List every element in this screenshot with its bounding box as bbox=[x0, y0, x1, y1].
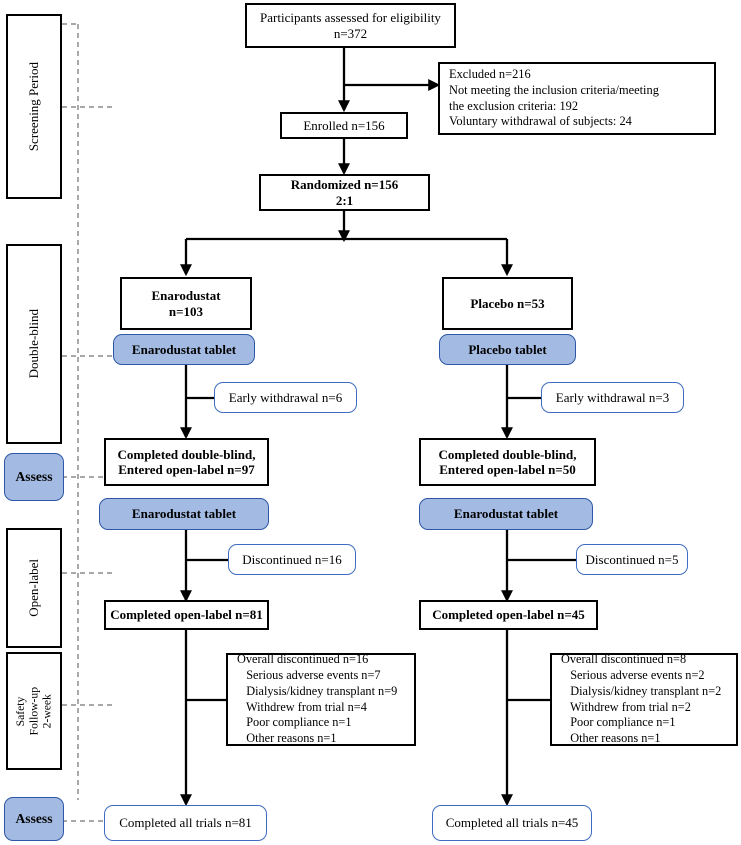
node-arm-placebo: Placebo n=53 bbox=[442, 277, 573, 330]
node-arm-placebo-label: Placebo n=53 bbox=[470, 295, 545, 311]
node-completed-all-trials-left: Completed all trials n=81 bbox=[104, 805, 267, 841]
phase-screening-period: Screening Period bbox=[6, 14, 62, 199]
node-completed-all-trials-right-label: Completed all trials n=45 bbox=[445, 815, 579, 831]
node-completed-open-label-right-label: Completed open-label n=45 bbox=[432, 607, 585, 623]
phase-open-label: Open-label bbox=[6, 528, 62, 648]
node-completed-double-blind-left-label: Completed double-blind, Entered open-lab… bbox=[117, 446, 256, 477]
node-treatment-open-label-left: Enarodustat tablet bbox=[99, 498, 269, 530]
phase-screening-period-label: Screening Period bbox=[25, 61, 41, 152]
node-treatment-open-label-right: Enarodustat tablet bbox=[419, 498, 593, 530]
node-overall-discontinued-right: Overall discontinued n=8 Serious adverse… bbox=[550, 651, 738, 746]
phase-safety-followup: Safety Follow-up 2-week bbox=[6, 652, 62, 770]
node-overall-discontinued-left-label: Overall discontinued n=16 Serious advers… bbox=[237, 651, 398, 746]
phase-assess-1-label: Assess bbox=[15, 469, 53, 485]
node-treatment-double-blind-right-label: Placebo tablet bbox=[468, 341, 547, 357]
node-treatment-double-blind-right: Placebo tablet bbox=[439, 334, 576, 365]
phase-double-blind-label: Double-blind bbox=[25, 309, 41, 379]
node-randomized: Randomized n=156 2:1 bbox=[259, 174, 430, 211]
phase-assess-2: Assess bbox=[4, 797, 64, 841]
node-excluded: Excluded n=216 Not meeting the inclusion… bbox=[438, 62, 716, 135]
node-excluded-label: Excluded n=216 Not meeting the inclusion… bbox=[449, 66, 659, 129]
node-discontinued-left-label: Discontinued n=16 bbox=[242, 551, 342, 567]
node-early-withdrawal-left: Early withdrawal n=6 bbox=[214, 382, 357, 413]
node-assessed-for-eligibility: Participants assessed for eligibility n=… bbox=[245, 3, 456, 48]
node-completed-all-trials-right: Completed all trials n=45 bbox=[432, 805, 592, 841]
node-completed-open-label-left-label: Completed open-label n=81 bbox=[110, 607, 263, 623]
phase-assess-2-label: Assess bbox=[15, 811, 53, 827]
node-overall-discontinued-right-label: Overall discontinued n=8 Serious adverse… bbox=[561, 651, 722, 746]
phase-safety-followup-label: Safety Follow-up 2-week bbox=[14, 686, 54, 736]
node-completed-open-label-right: Completed open-label n=45 bbox=[419, 600, 598, 630]
node-completed-double-blind-left: Completed double-blind, Entered open-lab… bbox=[104, 438, 269, 486]
node-discontinued-right-label: Discontinued n=5 bbox=[585, 551, 679, 567]
node-treatment-double-blind-left-label: Enarodustat tablet bbox=[131, 341, 237, 357]
node-overall-discontinued-left: Overall discontinued n=16 Serious advers… bbox=[226, 651, 416, 746]
node-enrolled: Enrolled n=156 bbox=[280, 112, 408, 139]
node-arm-enarodustat-label: Enarodustat n=103 bbox=[151, 288, 221, 319]
phase-assess-1: Assess bbox=[4, 453, 64, 501]
node-completed-open-label-left: Completed open-label n=81 bbox=[104, 600, 269, 630]
phase-open-label-label: Open-label bbox=[25, 559, 41, 617]
node-early-withdrawal-right-label: Early withdrawal n=3 bbox=[555, 389, 670, 405]
node-early-withdrawal-right: Early withdrawal n=3 bbox=[541, 382, 684, 413]
node-treatment-double-blind-left: Enarodustat tablet bbox=[113, 334, 255, 365]
node-completed-double-blind-right: Completed double-blind, Entered open-lab… bbox=[419, 438, 596, 486]
node-randomized-label: Randomized n=156 2:1 bbox=[290, 177, 399, 208]
node-enrolled-label: Enrolled n=156 bbox=[303, 117, 385, 133]
node-completed-double-blind-right-label: Completed double-blind, Entered open-lab… bbox=[438, 446, 577, 477]
node-completed-all-trials-left-label: Completed all trials n=81 bbox=[119, 815, 252, 831]
node-treatment-open-label-left-label: Enarodustat tablet bbox=[131, 506, 237, 522]
node-discontinued-right: Discontinued n=5 bbox=[576, 544, 688, 575]
node-arm-enarodustat: Enarodustat n=103 bbox=[120, 277, 252, 330]
node-early-withdrawal-left-label: Early withdrawal n=6 bbox=[228, 389, 343, 405]
node-treatment-open-label-right-label: Enarodustat tablet bbox=[453, 506, 559, 522]
phase-double-blind: Double-blind bbox=[6, 244, 62, 444]
node-assessed-for-eligibility-label: Participants assessed for eligibility n=… bbox=[260, 10, 441, 41]
node-discontinued-left: Discontinued n=16 bbox=[228, 544, 356, 575]
